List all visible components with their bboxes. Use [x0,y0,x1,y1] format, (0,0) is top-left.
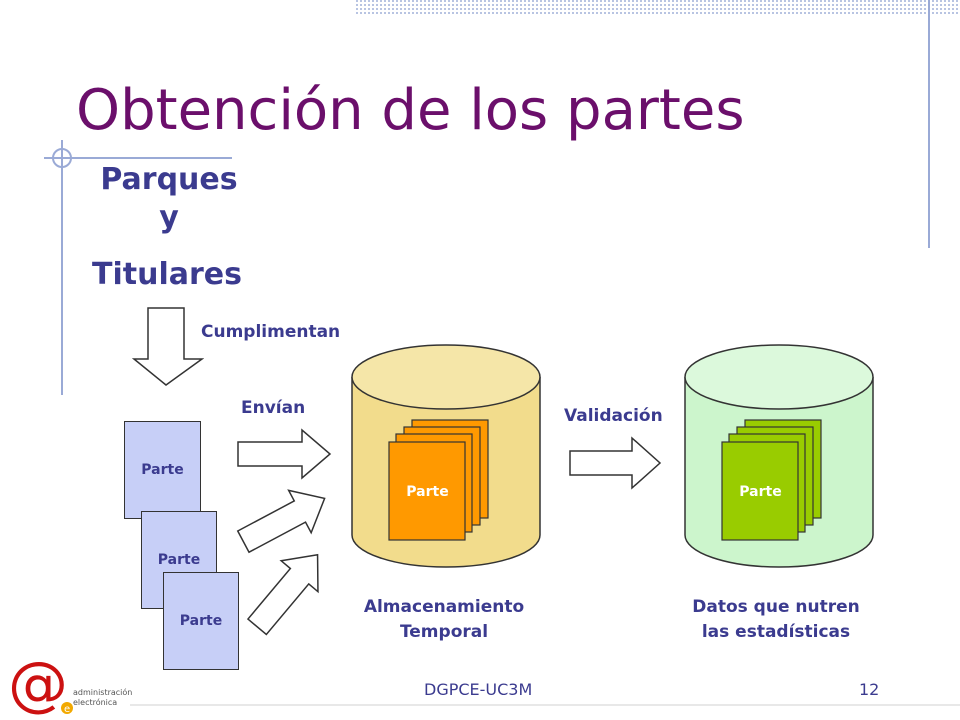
orange-doc-label: Parte [406,484,449,500]
label-validacion: Validación [564,406,663,426]
heading-parques: Parques [100,162,238,197]
down-arrow-icon [132,307,204,386]
store-statistics-label-1: Datos que nutren [692,597,860,617]
send-arrow-3-icon [246,553,319,636]
heading-y: y [159,200,179,235]
heading-titulares: Titulares [92,257,242,292]
logo-text-2: electrónica [73,698,118,707]
logo-text-1: administración [73,688,133,697]
slide-title: Obtención de los partes [76,78,745,143]
send-arrows [236,428,332,636]
validation-arrow-icon [569,436,662,490]
green-doc-label: Parte [739,484,782,500]
parte-card-2-label: Parte [157,552,201,568]
page-number: 12 [859,680,880,699]
send-arrow-1-icon [237,428,332,480]
svg-text:@: @ [8,652,68,718]
send-arrow-2-icon [236,489,326,554]
label-envian: Envían [241,398,306,418]
parte-card-1-label: Parte [141,462,184,478]
parte-card-3-label: Parte [179,613,223,629]
store-temporal-label-1: Almacenamiento [363,597,525,617]
label-cumplimentan: Cumplimentan [201,322,341,342]
parte-card-3: Parte [163,572,239,670]
orange-doc-stack-icon [388,419,489,541]
parte-card-1: Parte [124,421,201,519]
store-statistics-label-2: las estadísticas [701,622,851,642]
store-temporal-label-2: Temporal [399,622,489,642]
footer-center-text: DGPCE-UC3M [424,680,533,699]
green-doc-stack-icon [721,419,822,541]
svg-text:e: e [64,704,70,715]
administracion-electronica-logo: @ e [8,652,73,718]
